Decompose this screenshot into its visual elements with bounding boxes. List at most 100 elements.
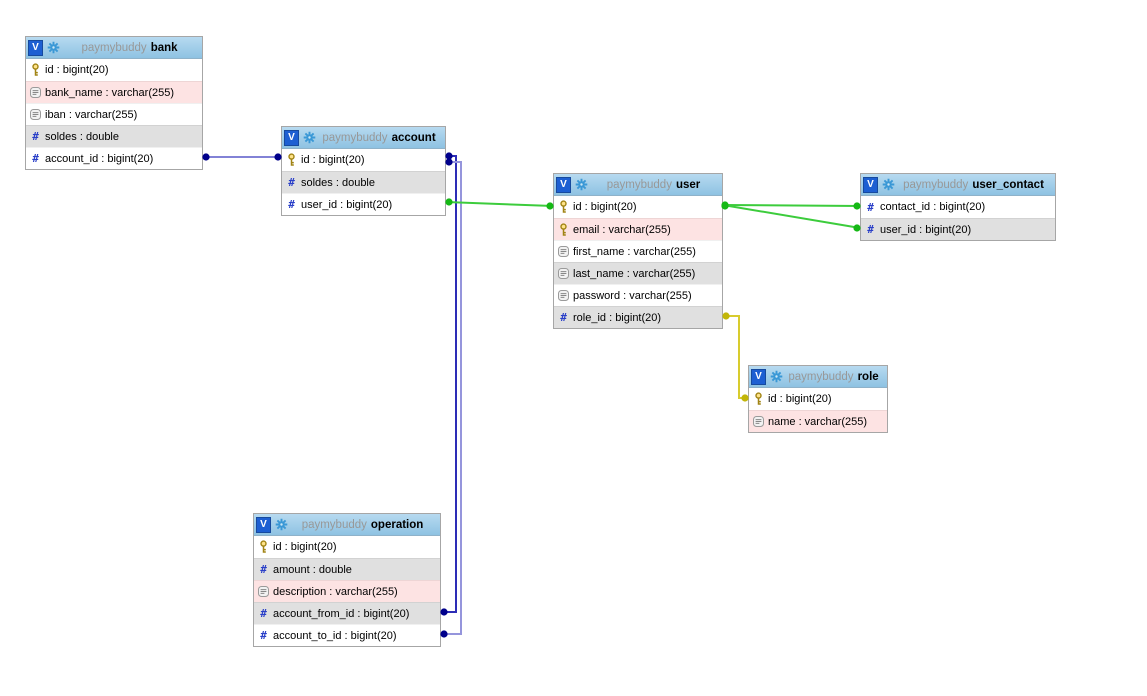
designer-view-icon[interactable]: V [751,368,766,385]
field-account-user_id[interactable]: #user_id : bigint(20) [282,193,445,215]
field-bank-account_id[interactable]: # account_id : bigint(20) [26,147,202,169]
numeric-column-icon: # [867,200,874,214]
schema-name: paymybuddy [903,178,969,191]
field-label: soldes : double [45,130,119,143]
field-account-id[interactable]: id : bigint(20) [282,149,445,171]
designer-view-icon[interactable]: V [863,176,878,193]
designer-view-icon[interactable]: V [28,39,43,56]
field-label: user_id : bigint(20) [880,223,972,236]
designer-view-icon[interactable]: V [256,516,271,533]
table-name: user [675,178,701,191]
field-label: soldes : double [301,176,375,189]
field-user-role_id[interactable]: # role_id : bigint(20) [554,306,722,328]
primary-key-icon [557,200,570,214]
field-operation-account_to_id[interactable]: # account_to_id : bigint(20) [254,624,440,646]
gear-icon[interactable] [575,178,588,191]
field-operation-account_from_id[interactable]: #account_from_id : bigint(20) [254,602,440,624]
text-column-icon [557,290,570,301]
schema-name: paymybuddy [606,178,672,191]
table-name: user_contact [972,178,1044,191]
field-operation-description[interactable]: description : varchar(255) [254,580,440,602]
field-bank-bank_name[interactable]: bank_name : varchar(255) [26,81,202,103]
gear-icon[interactable] [303,131,316,144]
relation-endpoint-operation-from-account [440,608,448,616]
field-label: role_id : bigint(20) [573,311,662,324]
field-label: name : varchar(255) [768,415,868,428]
field-label: amount : double [273,563,352,576]
field-label: account_id : bigint(20) [45,152,154,165]
field-user-password[interactable]: password : varchar(255) [554,284,722,306]
gear-icon[interactable] [47,41,60,54]
field-bank-soldes[interactable]: # soldes : double [26,125,202,147]
relation-endpoint-operation-to-account [440,630,448,638]
gear-icon[interactable] [275,518,288,531]
designer-view-icon[interactable]: V [284,129,299,146]
numeric-column-icon: # [867,223,874,236]
primary-key-icon [29,63,42,77]
field-label: email : varchar(255) [573,223,671,236]
numeric-column-icon: # [560,311,567,324]
table-name: operation [370,518,424,531]
schema-name: paymybuddy [788,370,854,383]
field-user-id[interactable]: id : bigint(20) [554,196,722,218]
field-user_contact-contact_id[interactable]: #contact_id : bigint(20) [861,196,1055,218]
schema-name: paymybuddy [301,518,367,531]
numeric-column-icon: # [32,152,39,165]
field-user-last_name[interactable]: last_name : varchar(255) [554,262,722,284]
primary-key-icon [557,222,570,237]
field-label: id : bigint(20) [273,541,337,553]
field-operation-id[interactable]: id : bigint(20) [254,536,440,558]
relation-operation-to-account [441,161,462,635]
designer-view-icon[interactable]: V [556,176,571,193]
field-role-id[interactable]: id : bigint(20) [749,388,887,410]
numeric-column-icon: # [288,176,295,189]
field-label: description : varchar(255) [273,585,398,598]
field-label: password : varchar(255) [573,289,692,302]
relation-user-role [723,315,748,399]
field-label: bank_name : varchar(255) [45,86,175,99]
text-column-icon [257,586,270,597]
table-name: role [857,370,879,383]
field-user-first_name[interactable]: first_name : varchar(255) [554,240,722,262]
field-label: user_id : bigint(20) [301,198,393,211]
field-user_contact-user_id[interactable]: # user_id : bigint(20) [861,218,1055,240]
primary-key-icon [257,540,270,554]
field-operation-amount[interactable]: # amount : double [254,558,440,580]
field-bank-iban[interactable]: iban : varchar(255) [26,103,202,125]
primary-key-icon [752,392,765,406]
relation-account-user [445,201,554,207]
relation-endpoint-bank-account [202,153,210,161]
field-label: last_name : varchar(255) [573,267,696,280]
relation-user-usercontact-user [722,204,861,229]
field-role-name[interactable]: name : varchar(255) [749,410,887,432]
field-account-soldes[interactable]: # soldes : double [282,171,445,193]
numeric-column-icon: # [260,563,267,576]
field-user-email[interactable]: email : varchar(255) [554,218,722,240]
numeric-column-icon: # [260,629,267,642]
numeric-column-icon: # [32,130,39,143]
gear-icon[interactable] [770,370,783,383]
text-column-icon [557,246,570,257]
primary-key-icon [285,153,298,167]
field-bank-id[interactable]: id : bigint(20) [26,59,202,81]
gear-icon[interactable] [882,178,895,191]
text-column-icon [29,87,42,98]
field-label: account_to_id : bigint(20) [273,629,397,642]
